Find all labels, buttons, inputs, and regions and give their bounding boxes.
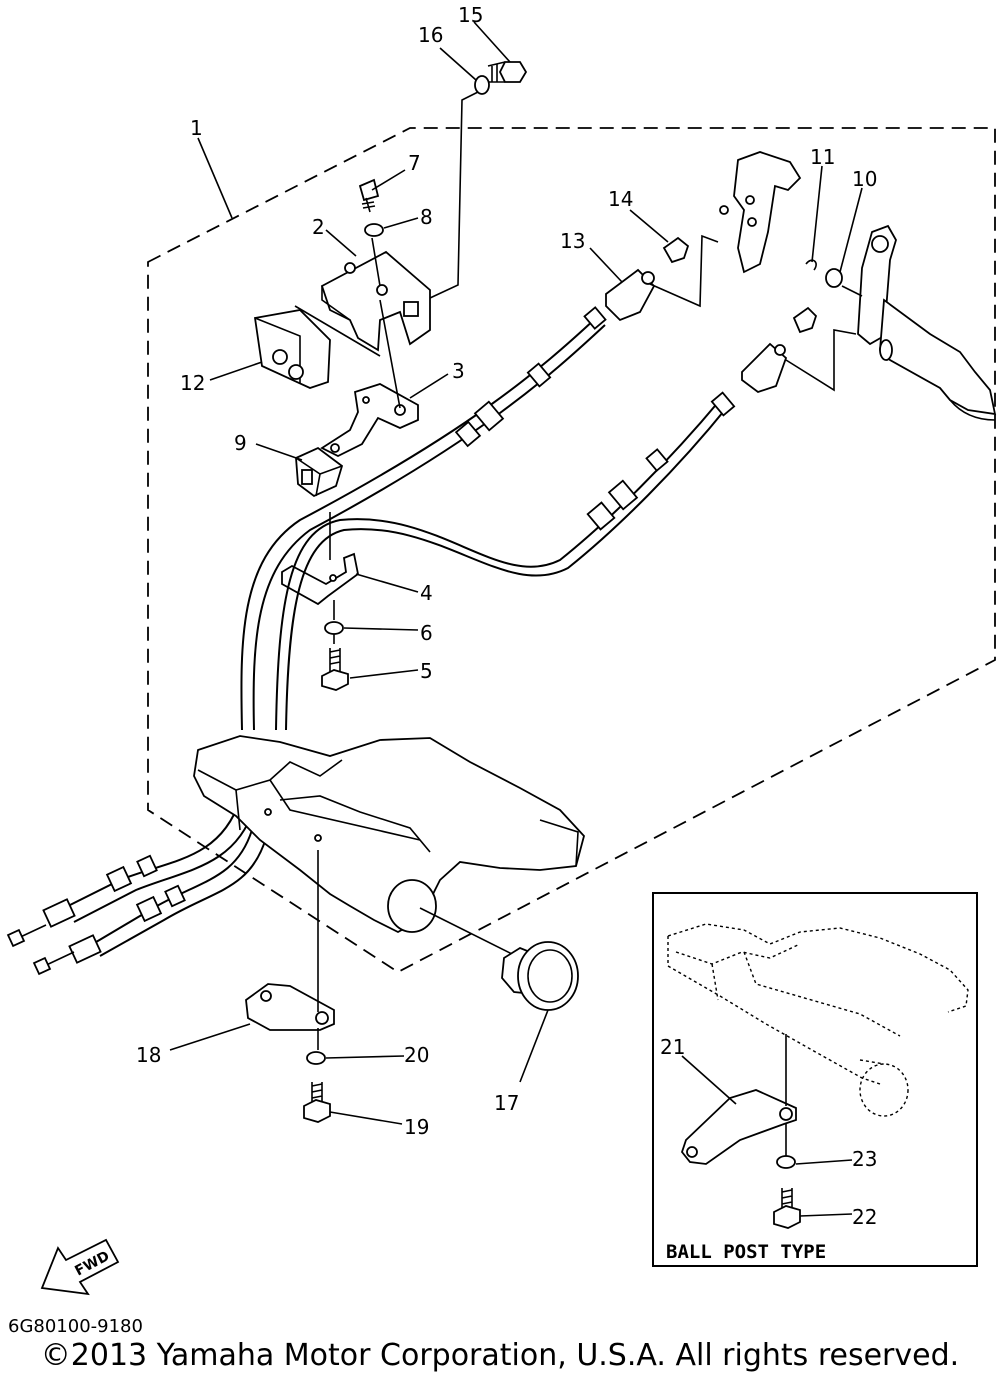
bolt-19 <box>303 1082 331 1123</box>
callout-19: 19 <box>404 1115 429 1139</box>
leader-lines <box>169 21 863 1217</box>
callout-15: 15 <box>458 3 483 27</box>
pad-12 <box>253 305 381 389</box>
joint-13 <box>605 268 656 322</box>
bolt-7 <box>358 178 380 213</box>
callout-14: 14 <box>608 187 633 211</box>
callout-7: 7 <box>408 151 421 175</box>
cable-ends-left <box>6 799 267 976</box>
callout-9: 9 <box>234 431 247 455</box>
bracket-2 <box>320 250 431 352</box>
callout-16: 16 <box>418 23 443 47</box>
inset-box <box>652 892 978 1267</box>
assembly-boundary <box>147 127 996 974</box>
remote-control-case <box>193 735 585 934</box>
callout-11: 11 <box>810 145 835 169</box>
callout-3: 3 <box>452 359 465 383</box>
cap-17 <box>419 907 579 1011</box>
callout-8: 8 <box>420 205 433 229</box>
bolt-22 <box>773 1188 801 1229</box>
shift-cable <box>240 306 607 731</box>
washer-6 <box>324 621 344 635</box>
copyright-notice: ©2013 Yamaha Motor Corporation, U.S.A. A… <box>40 1338 960 1373</box>
bolt-15 <box>487 61 528 83</box>
bracket-4 <box>281 552 359 606</box>
callout-2: 2 <box>312 215 325 239</box>
clamp-9 <box>295 446 344 498</box>
plate-3 <box>320 383 419 458</box>
plate-21 <box>680 1089 797 1165</box>
callout-4: 4 <box>420 581 433 605</box>
callout-10: 10 <box>852 167 877 191</box>
inset-case <box>667 923 969 1117</box>
plate-18 <box>245 983 335 1031</box>
clip-14 <box>662 236 690 264</box>
joint-13b <box>741 342 788 394</box>
washer-8 <box>364 223 384 237</box>
callout-20: 20 <box>404 1043 429 1067</box>
throttle-cable <box>275 391 736 731</box>
callout-22: 22 <box>852 1205 877 1229</box>
washer-16 <box>474 75 490 95</box>
throttle-lever <box>857 224 997 421</box>
callout-1: 1 <box>190 116 203 140</box>
document-code: 6G80100-9180 <box>8 1316 143 1337</box>
washer-10 <box>825 268 843 288</box>
callout-13: 13 <box>560 229 585 253</box>
clip-14b <box>792 306 818 334</box>
bolt-5 <box>321 648 349 691</box>
fwd-arrow-icon: FWD <box>40 1238 120 1296</box>
washer-20 <box>306 1051 326 1065</box>
inset-title: BALL POST TYPE <box>666 1241 826 1263</box>
callout-21: 21 <box>660 1035 685 1059</box>
callout-23: 23 <box>852 1147 877 1171</box>
callout-18: 18 <box>136 1043 161 1067</box>
shift-lever <box>719 151 802 274</box>
washer-23 <box>776 1155 796 1169</box>
callout-5: 5 <box>420 659 433 683</box>
callout-12: 12 <box>180 371 205 395</box>
callout-6: 6 <box>420 621 433 645</box>
callout-17: 17 <box>494 1091 519 1115</box>
